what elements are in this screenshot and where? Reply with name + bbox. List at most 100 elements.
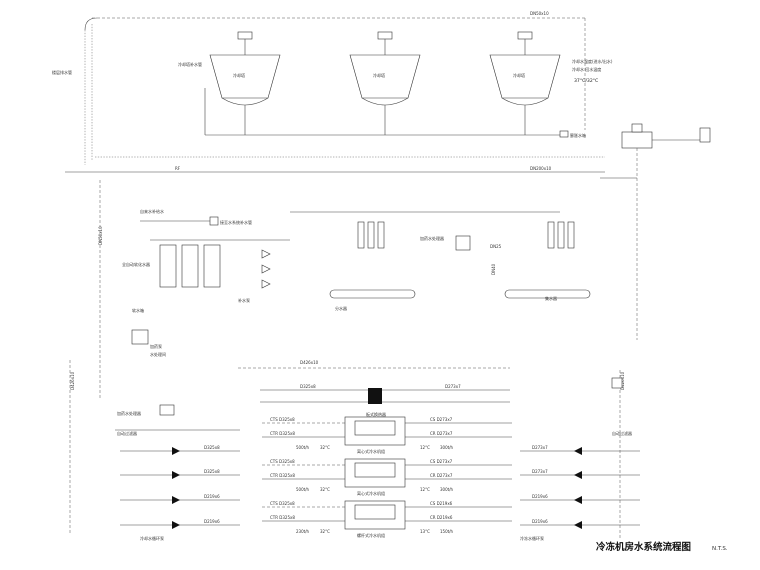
cw-pipe-label: D325x8 — [204, 445, 220, 450]
heat-exchanger-icon — [368, 388, 382, 404]
softener-tank-2 — [181, 244, 199, 288]
tower-fan-3 — [517, 31, 533, 40]
tower-fan-1 — [237, 31, 253, 40]
heat-exchanger-label: 板式换热器 — [366, 411, 386, 417]
separator-b — [504, 289, 591, 299]
dosing-left-box — [159, 404, 175, 416]
softener-tank-label: 软水箱 — [132, 307, 144, 313]
softener-tank-1 — [159, 244, 177, 288]
tower-basin-1 — [221, 97, 269, 106]
separator-group: 分水器 集水器 加药水处理器 DN25 DN40 — [290, 211, 591, 311]
pump-icon — [261, 279, 271, 289]
softener-tank-3 — [203, 244, 221, 288]
chiller-ch-in: CS D273x7 — [430, 417, 453, 422]
tower-pipe-label: DN50x10 — [530, 11, 549, 16]
chiller-ch-out: CR D273x7 — [430, 473, 453, 478]
hx-pipe-a: D325x8 — [300, 384, 316, 389]
branch-1 — [357, 221, 365, 249]
chw-pipe-label: D273x7 — [532, 469, 548, 474]
heat-exchanger: 板式换热器 D325x8 D273x7 — [260, 384, 510, 417]
pump-icon — [574, 521, 582, 529]
chiller-ch-in: CS D219x6 — [430, 501, 453, 506]
riser-bend — [84, 17, 98, 31]
diagram-title: 冷冻机房水系统流程图 — [596, 541, 691, 553]
chiller-ch-in: CS D273x7 — [430, 459, 453, 464]
dn200-label: DN200x10 — [530, 166, 552, 171]
exp-valve — [699, 127, 711, 143]
tower-body-2 — [349, 54, 421, 99]
dosing-left-label: 加药水处理器 — [117, 410, 141, 416]
left-pump-bank: 加药水处理器 自动过滤器 D325x8 D325x8 D219x6 D219x6… — [115, 404, 240, 541]
chiller-cw-in: CTS D325x8 — [270, 501, 295, 506]
chiller-temp-a: 32°C — [320, 445, 330, 450]
tower-temp-label-2: 冷却水 回水温度 — [572, 66, 601, 72]
left-header-label: D426x10 — [70, 371, 75, 390]
branch-5 — [557, 221, 565, 249]
exp-note: 膨胀水箱 — [570, 132, 586, 138]
chiller-cw-out: CTR D325x8 — [270, 473, 295, 478]
chiller-flow: 500t/h — [296, 445, 310, 450]
chw-pipe-label: D219x6 — [532, 494, 548, 499]
pump-icon — [172, 521, 180, 529]
right-header-label: D426x10 — [620, 371, 625, 390]
makeup-label: 自来水补给水 — [140, 208, 164, 214]
pump-icon — [172, 447, 180, 455]
chiller-cw-out: CTR D325x8 — [270, 515, 295, 520]
tower-text-2: 冷却塔 — [373, 72, 385, 78]
chemical-label: 加药泵 — [150, 343, 162, 349]
right-pump-bank: 自动过滤器 D273x7 D273x7 D219x6 D219x6 冷冻水循环泵 — [520, 430, 640, 541]
separator-b-label: 集水器 — [545, 295, 557, 301]
tower-text-1: 冷却塔 — [233, 72, 245, 78]
softener-pump-note: 补水泵 — [238, 297, 250, 303]
expansion-tank — [455, 235, 471, 251]
pump-icon — [261, 249, 271, 259]
branch-4 — [547, 221, 555, 249]
pump-icon — [574, 471, 582, 479]
tower-temp-value: 37°C/32°C — [574, 78, 598, 84]
cooling-tower-3: 冷却塔 — [489, 31, 561, 106]
exp-small — [559, 130, 569, 138]
dosing-tank-label: 加药水处理器 — [420, 235, 444, 241]
left-riser-label: DN50x10 — [98, 226, 103, 245]
floor-label: RF — [175, 166, 181, 171]
chiller-temp-a: 32°C — [320, 487, 330, 492]
chw-pipe-label: D273x7 — [532, 445, 548, 450]
cooling-tower-1: 冷却塔 — [209, 31, 281, 106]
tower-makeup-label: 冷却塔补水管 — [178, 61, 202, 67]
hx-pipe-b: D273x7 — [445, 384, 461, 389]
separator-a — [329, 289, 416, 299]
makeup-sub: 接至水系统补水管 — [220, 219, 252, 225]
filter-right-label: 自动过滤器 — [612, 430, 632, 436]
chiller-temp-b: 12°C — [420, 445, 430, 450]
separator-a-label: 分水器 — [335, 305, 347, 311]
cw-pipe-label: D219x6 — [204, 519, 220, 524]
building-label: 楼层排水管 — [52, 69, 72, 75]
tower-body-3 — [489, 54, 561, 99]
chiller-flow: 230t/h — [296, 529, 310, 534]
chw-pumps-label: 冷冻水循环泵 — [520, 535, 544, 541]
chiller-inner — [354, 462, 396, 478]
tower-temp-label-1: 冷却水温度(进水/出水) — [572, 58, 613, 64]
chiller-cw-in: CTS D325x8 — [270, 459, 295, 464]
softener-label: 全自动软化水器 — [122, 261, 150, 267]
bottom-mid-label: D426x10 — [300, 360, 319, 365]
chiller-inner — [354, 504, 396, 520]
branch-3 — [377, 221, 385, 249]
chiller-inner — [354, 420, 396, 436]
branch-2 — [367, 221, 375, 249]
chemical-tank — [131, 329, 149, 345]
chemical-note: 水处理间 — [150, 351, 166, 357]
pump-icon — [574, 496, 582, 504]
chiller-flow-r: 150t/h — [440, 529, 454, 534]
chiller-flow-r: 300t/h — [440, 445, 454, 450]
chiller-temp-b: 13°C — [420, 529, 430, 534]
chiller-temp-b: 12°C — [420, 487, 430, 492]
tower-basin-3 — [501, 97, 549, 106]
pump-icon — [261, 264, 271, 274]
tower-text-3: 冷却塔 — [513, 72, 525, 78]
cooling-tower-2: 冷却塔 — [349, 31, 421, 106]
softener-group: DN50x10 自来水补给水 接至水系统补水管 全自动软化水器 补水泵 软水箱 … — [98, 180, 290, 400]
chiller-temp-a: 32°C — [320, 529, 330, 534]
